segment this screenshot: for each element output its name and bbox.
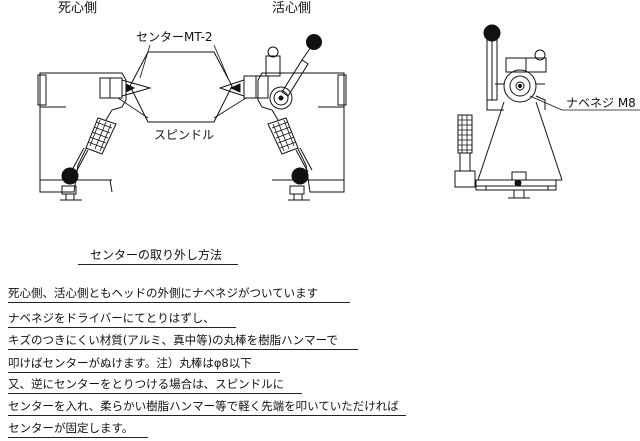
side-spindle-hub-icon xyxy=(503,69,537,103)
note-line-4: 叩けばセンターがぬけます。注）丸棒はφ8以下 xyxy=(8,356,252,370)
note-line-7: センターが固定します。 xyxy=(8,421,134,435)
live-side-label: 活心側 xyxy=(272,1,312,16)
note-underline-3 xyxy=(8,349,358,350)
dead-center-head xyxy=(37,72,152,201)
side-base-ball-icon xyxy=(514,179,522,187)
live-top-ball-icon xyxy=(267,46,279,58)
spindle-label: スピンドル xyxy=(154,128,215,142)
side-view xyxy=(454,24,563,199)
note-underline-5 xyxy=(8,393,302,394)
note-line-5: 又、逆にセンターをとりつける場合は、スピンドルに xyxy=(8,377,285,391)
dead-side-label: 死心側 xyxy=(58,1,98,16)
live-center-head xyxy=(218,34,347,201)
dead-lock-ball-icon xyxy=(61,167,79,185)
center-mt-label: センターMT-2 xyxy=(136,30,213,44)
note-underline-2 xyxy=(8,327,236,328)
notes-title: センターの取り外し方法 xyxy=(90,248,223,262)
note-underline-6 xyxy=(8,415,406,416)
note-underline-1 xyxy=(8,302,350,303)
note-underline-7 xyxy=(8,437,148,438)
live-center-tip-icon xyxy=(229,83,241,93)
pan-screw-label: ナベネジ M8 xyxy=(566,96,636,110)
live-lever-ball-icon xyxy=(306,34,322,50)
notes-title-underline xyxy=(78,264,238,265)
dead-lock-knurl-icon xyxy=(85,117,117,155)
live-lock-ball-icon xyxy=(291,167,309,185)
note-line-3: キズのつきにくい材質(アルミ、真中等)の丸棒を樹脂ハンマーで xyxy=(8,333,338,347)
live-spindle-hub-icon xyxy=(269,86,293,110)
leader-lines xyxy=(117,44,640,119)
live-lock-knurl-icon xyxy=(267,117,299,155)
center-hexagon xyxy=(129,51,233,123)
side-knurl-icon xyxy=(457,114,473,154)
side-top-ball-icon xyxy=(483,24,501,42)
note-line-1: 死心側、活心側ともヘッドの外側にナベネジがついています xyxy=(8,286,319,300)
note-underline-4 xyxy=(8,372,280,373)
note-line-2: ナベネジをドライバーにてとりはずし、 xyxy=(8,311,215,325)
note-line-6: センターを入れ、柔らかい樹脂ハンマー等で軽く先端を叩いていただければ xyxy=(8,399,399,413)
